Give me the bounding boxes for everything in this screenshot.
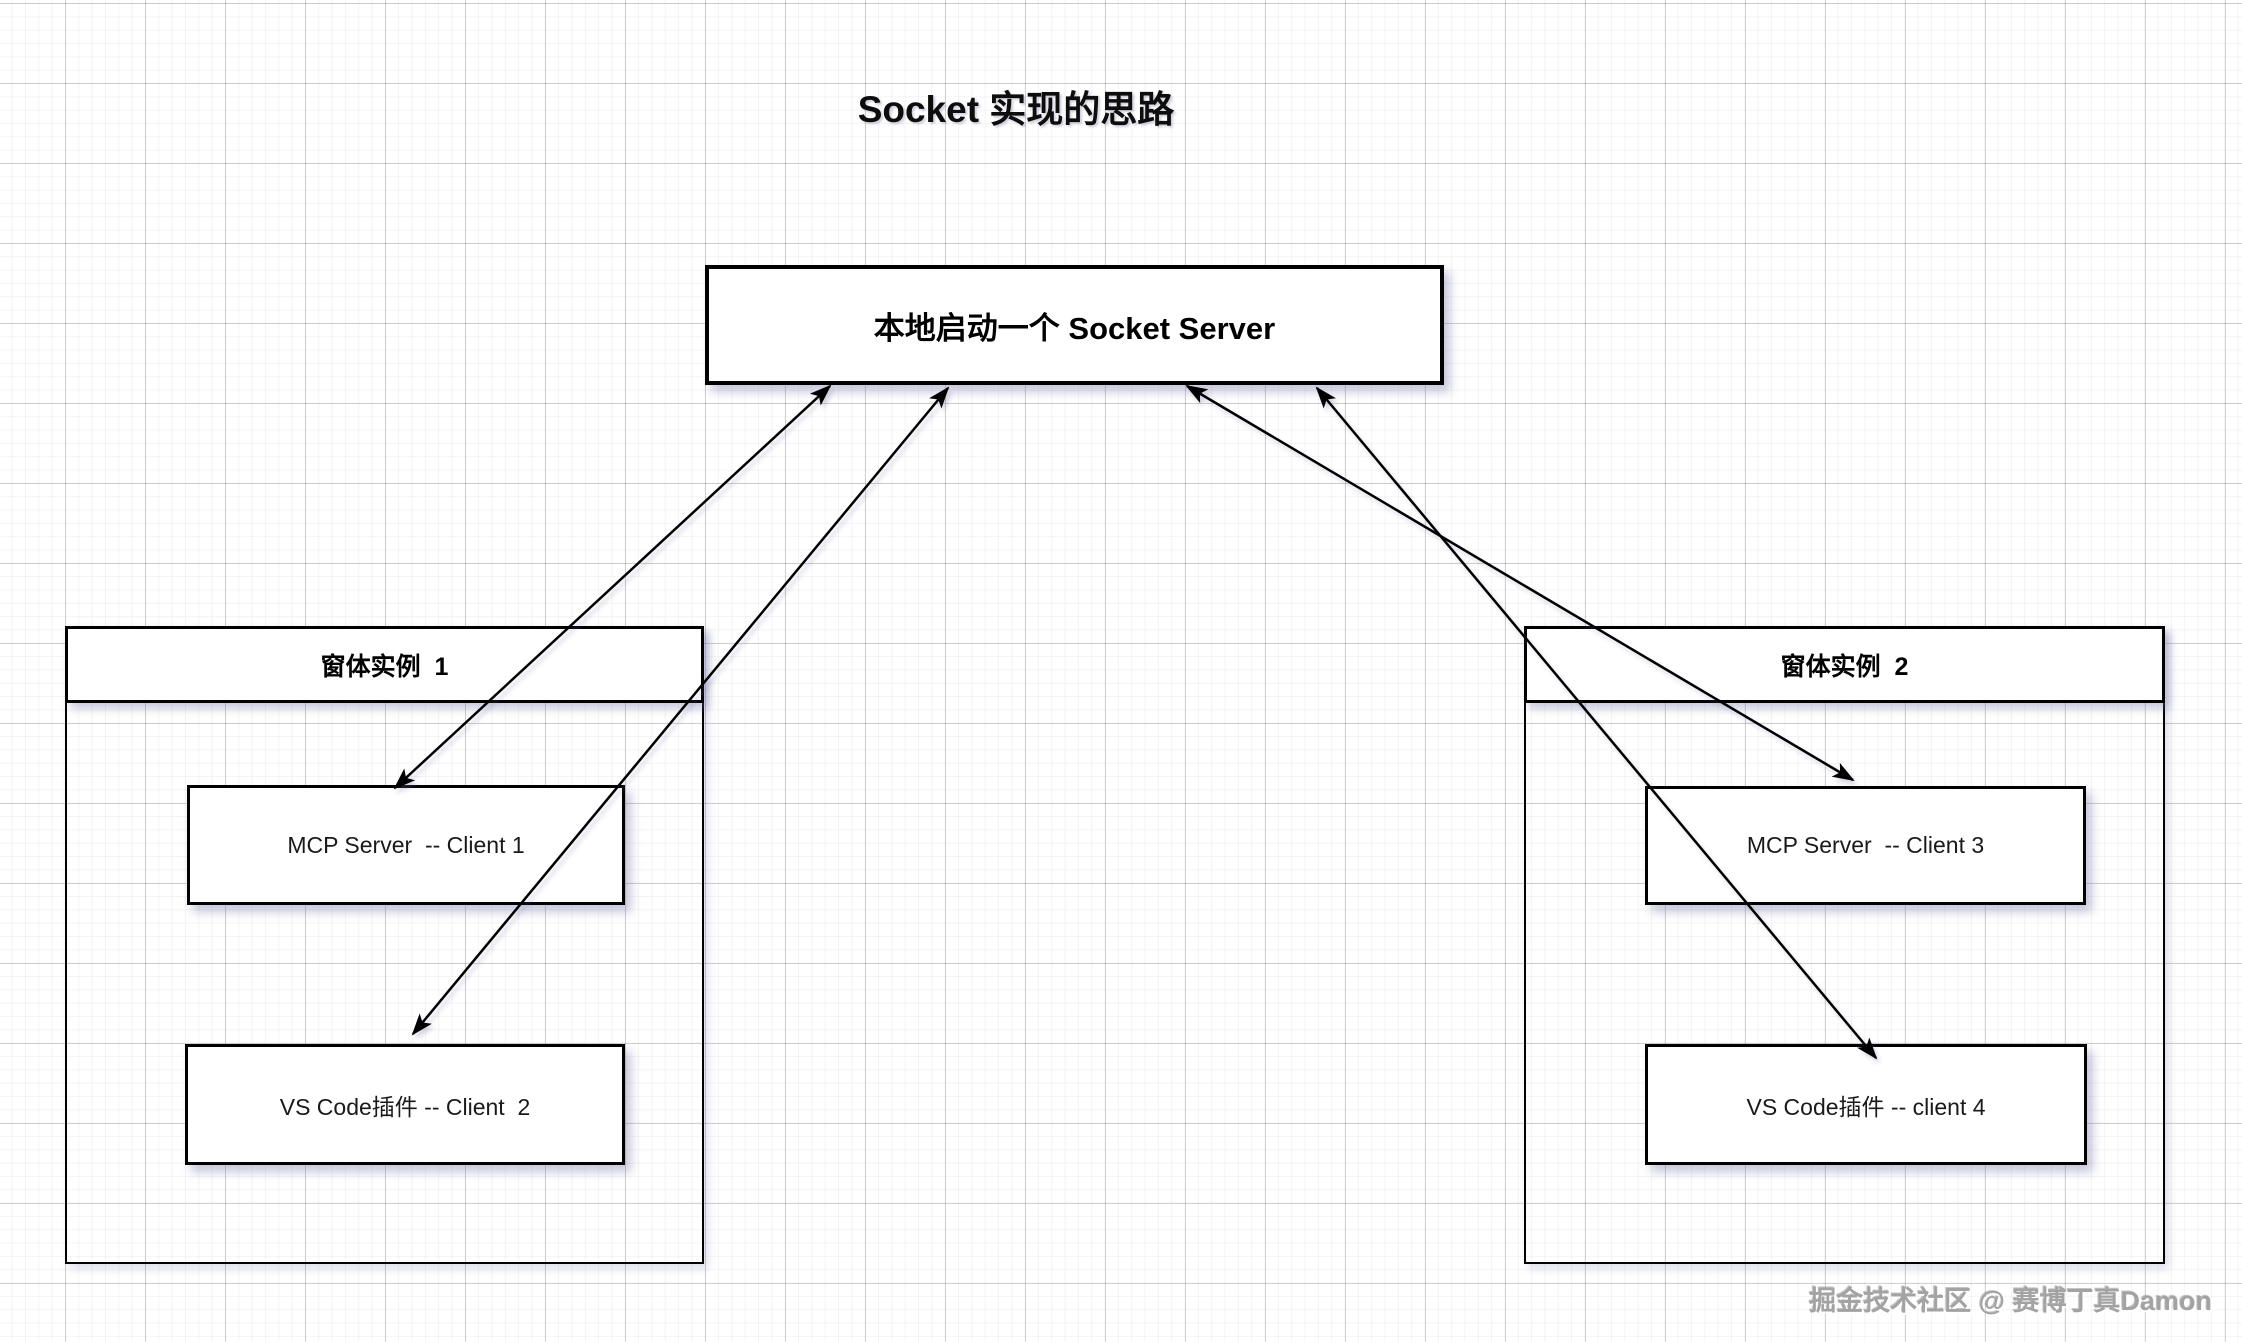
socket-server-box: 本地启动一个 Socket Server (705, 265, 1444, 385)
watermark-text: 掘金技术社区 @ 赛博丁真Damon (1809, 1286, 2212, 1316)
window-instance-2-title: 窗体实例 2 (1780, 652, 1909, 681)
window-instance-1-title: 窗体实例 1 (320, 652, 449, 681)
vscode-plugin-client-4-label: VS Code插件 -- client 4 (1746, 1093, 1986, 1120)
mcp-server-client-3-label: MCP Server -- Client 3 (1746, 832, 1985, 858)
window-instance-1-header: 窗体实例 1 (65, 626, 704, 703)
mcp-server-client-1-box: MCP Server -- Client 1 (187, 785, 625, 905)
mcp-server-client-3-box: MCP Server -- Client 3 (1645, 786, 2086, 905)
vscode-plugin-client-4-box: VS Code插件 -- client 4 (1645, 1044, 2087, 1165)
socket-server-label: 本地启动一个 Socket Server (873, 310, 1276, 346)
mcp-server-client-1-label: MCP Server -- Client 1 (287, 831, 525, 858)
window-instance-1-frame (65, 626, 704, 1264)
vscode-plugin-client-2-label: VS Code插件 -- Client 2 (279, 1093, 531, 1120)
window-instance-2-frame (1524, 626, 2165, 1264)
diagram-title: Socket 实现的思路 (857, 89, 1175, 130)
vscode-plugin-client-2-box: VS Code插件 -- Client 2 (185, 1044, 625, 1165)
window-instance-2-header: 窗体实例 2 (1524, 626, 2165, 703)
